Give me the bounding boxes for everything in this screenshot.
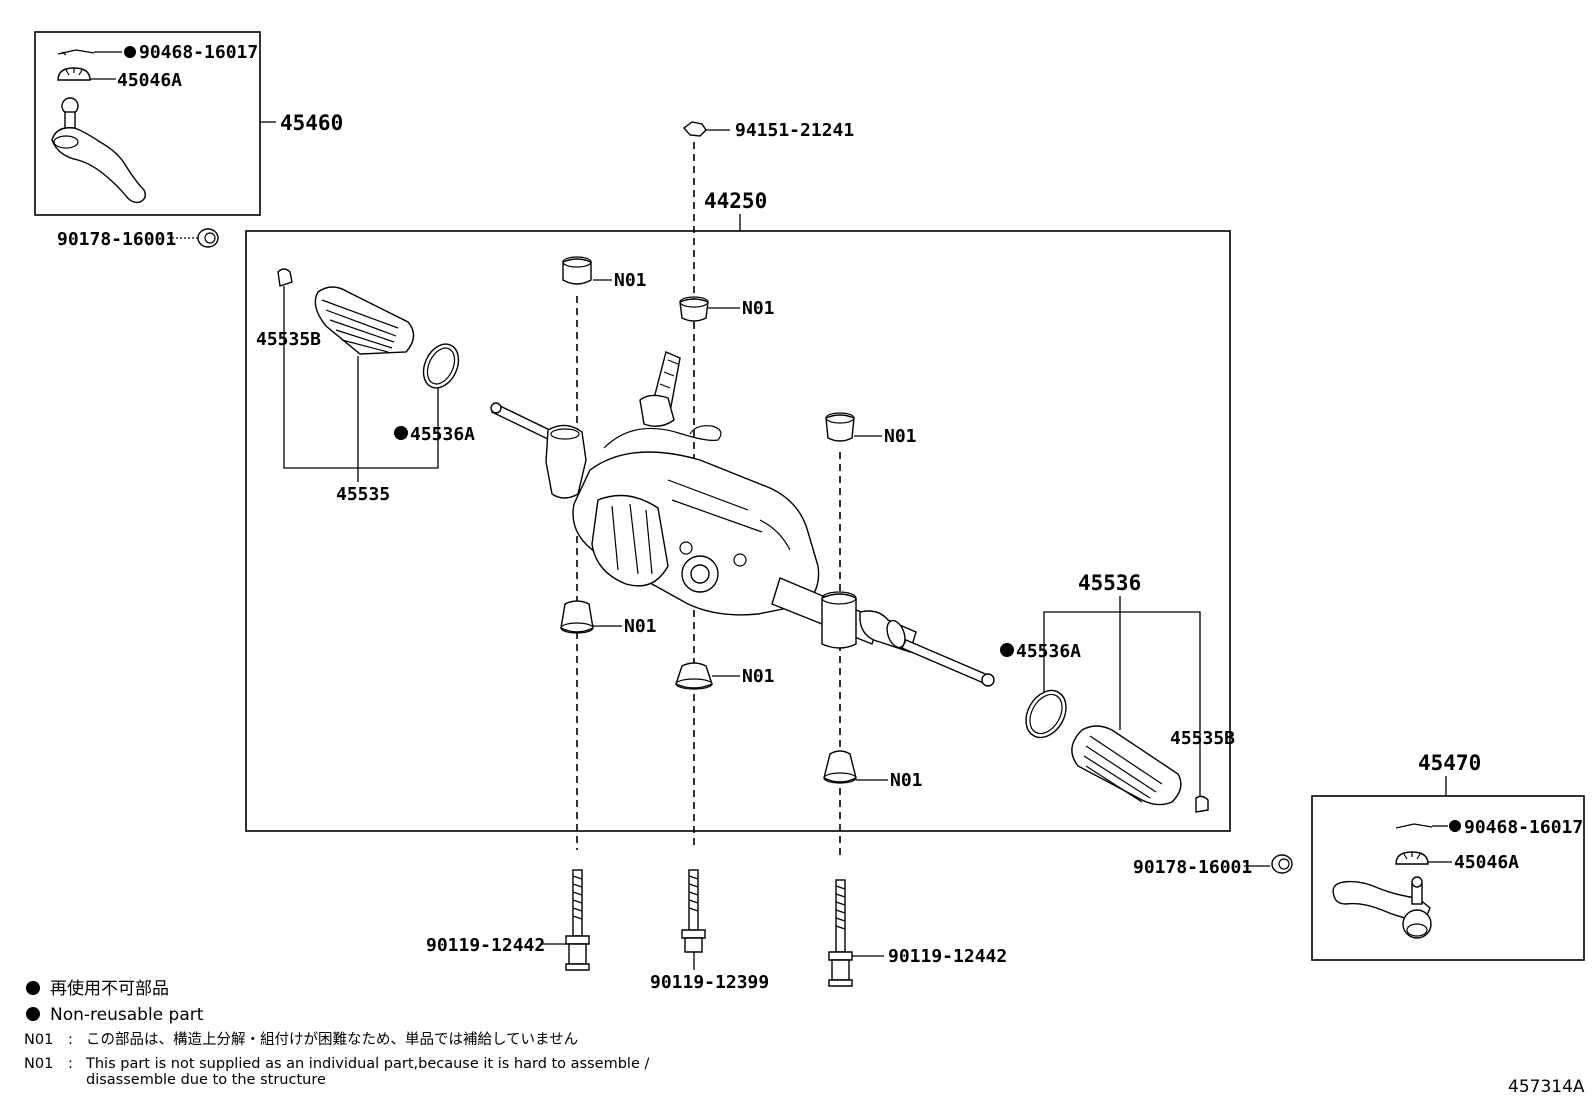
tie-rod-end-rh-label: 45470 bbox=[1418, 751, 1481, 775]
bolt-middle-icon bbox=[681, 869, 706, 953]
legend-n01-en-line1: This part is not supplied as an individu… bbox=[85, 1056, 649, 1072]
clip-lh-label: 45535B bbox=[256, 329, 321, 350]
nonreusable-marker-icon bbox=[1000, 643, 1014, 657]
steering-gear-box bbox=[245, 230, 1231, 832]
tie-rod-end-rh-group: 90468-16017 45046A bbox=[1311, 795, 1585, 961]
grommet-icon bbox=[679, 296, 709, 322]
hex-nut-icon bbox=[197, 228, 219, 248]
clamp-rh-label: 45536A bbox=[1016, 641, 1081, 662]
tie-rod-end-icon bbox=[1332, 876, 1432, 939]
n01-label: N01 bbox=[624, 616, 657, 637]
tie-rod-end-rh-box bbox=[1311, 795, 1585, 961]
tie-rod-end-icon bbox=[51, 97, 147, 204]
cotter-pin-icon bbox=[57, 46, 136, 58]
grommet-icon bbox=[562, 256, 592, 285]
legend-n01-key: N01 bbox=[24, 1032, 53, 1048]
legend-nonreusable-jp: 再使用不可部品 bbox=[50, 978, 169, 999]
grommets: N01 N01 N01 N01 N01 bbox=[560, 256, 923, 858]
tie-rod-end-lh-group: 90468-16017 45046A 45460 bbox=[34, 31, 343, 216]
nonreusable-marker-icon bbox=[1449, 820, 1461, 832]
n01-label: N01 bbox=[614, 270, 647, 291]
nonreusable-marker-icon bbox=[26, 1007, 40, 1021]
bolt-left-label: 90119-12442 bbox=[426, 935, 545, 956]
cotter-pin-icon bbox=[1395, 820, 1461, 832]
boot-set-rh-label: 45536 bbox=[1078, 571, 1141, 595]
cotter-pin-lh-label: 90468-16017 bbox=[139, 42, 258, 63]
nonreusable-marker-icon bbox=[394, 426, 408, 440]
top-bolt-label: 94151-21241 bbox=[735, 120, 854, 141]
tie-rod-end-lh-label: 45460 bbox=[280, 111, 343, 135]
legend: 再使用不可部品 Non-reusable part N01 : この部品は、構造… bbox=[24, 978, 649, 1088]
clamp-lh-label: 45536A bbox=[410, 424, 475, 445]
boot-rh-icon bbox=[1071, 725, 1182, 806]
cotter-pin-rh-label: 90468-16017 bbox=[1464, 817, 1583, 838]
bolt-middle-label: 90119-12399 bbox=[650, 972, 769, 993]
steering-gear-label: 44250 bbox=[704, 189, 767, 213]
grommet-icon bbox=[560, 600, 594, 634]
clamp-rh-icon bbox=[1025, 689, 1067, 739]
n01-label: N01 bbox=[742, 666, 775, 687]
top-bolt-icon bbox=[682, 121, 730, 137]
castle-nut-icon bbox=[1395, 851, 1452, 865]
legend-nonreusable-en: Non-reusable part bbox=[50, 1005, 204, 1025]
clip-lh-icon bbox=[277, 268, 293, 287]
castle-nut-icon bbox=[57, 67, 116, 81]
hex-nut-icon bbox=[1271, 854, 1293, 874]
legend-separator: : bbox=[68, 1056, 73, 1072]
clamp-lh-icon bbox=[422, 343, 460, 389]
nonreusable-marker-icon bbox=[26, 981, 40, 995]
legend-n01-jp: この部品は、構造上分解・組付けが困難なため、単品では補給していません bbox=[86, 1031, 578, 1048]
boot-lh-icon bbox=[314, 286, 415, 355]
clip-rh-icon bbox=[1195, 795, 1209, 813]
bolt-left-icon bbox=[565, 869, 590, 971]
tie-rod-end-lh-box bbox=[34, 31, 261, 216]
steering-rack-icon bbox=[490, 351, 995, 687]
nut-lh-label: 45046A bbox=[117, 70, 182, 91]
grommet-icon bbox=[825, 412, 855, 442]
boot-set-lh-label: 45535 bbox=[336, 484, 390, 505]
hex-nut-lh-label: 90178-16001 bbox=[57, 229, 176, 250]
grommet-icon bbox=[823, 750, 857, 784]
hex-nut-rh-label: 90178-16001 bbox=[1133, 857, 1252, 878]
n01-label: N01 bbox=[890, 770, 923, 791]
diagram-id: 457314A bbox=[1508, 1077, 1585, 1097]
n01-label: N01 bbox=[884, 426, 917, 447]
nonreusable-marker-icon bbox=[124, 46, 136, 58]
n01-label: N01 bbox=[742, 298, 775, 319]
nut-rh-label: 45046A bbox=[1454, 852, 1519, 873]
legend-n01-key: N01 bbox=[24, 1056, 53, 1072]
bolt-right-icon bbox=[828, 879, 853, 987]
legend-n01-en-line2: disassemble due to the structure bbox=[86, 1072, 326, 1088]
grommet-icon bbox=[675, 662, 713, 690]
boot-lh-group bbox=[277, 268, 460, 482]
bolt-right-label: 90119-12442 bbox=[888, 946, 1007, 967]
legend-separator: : bbox=[68, 1032, 73, 1048]
clip-rh-label: 45535B bbox=[1170, 728, 1235, 749]
